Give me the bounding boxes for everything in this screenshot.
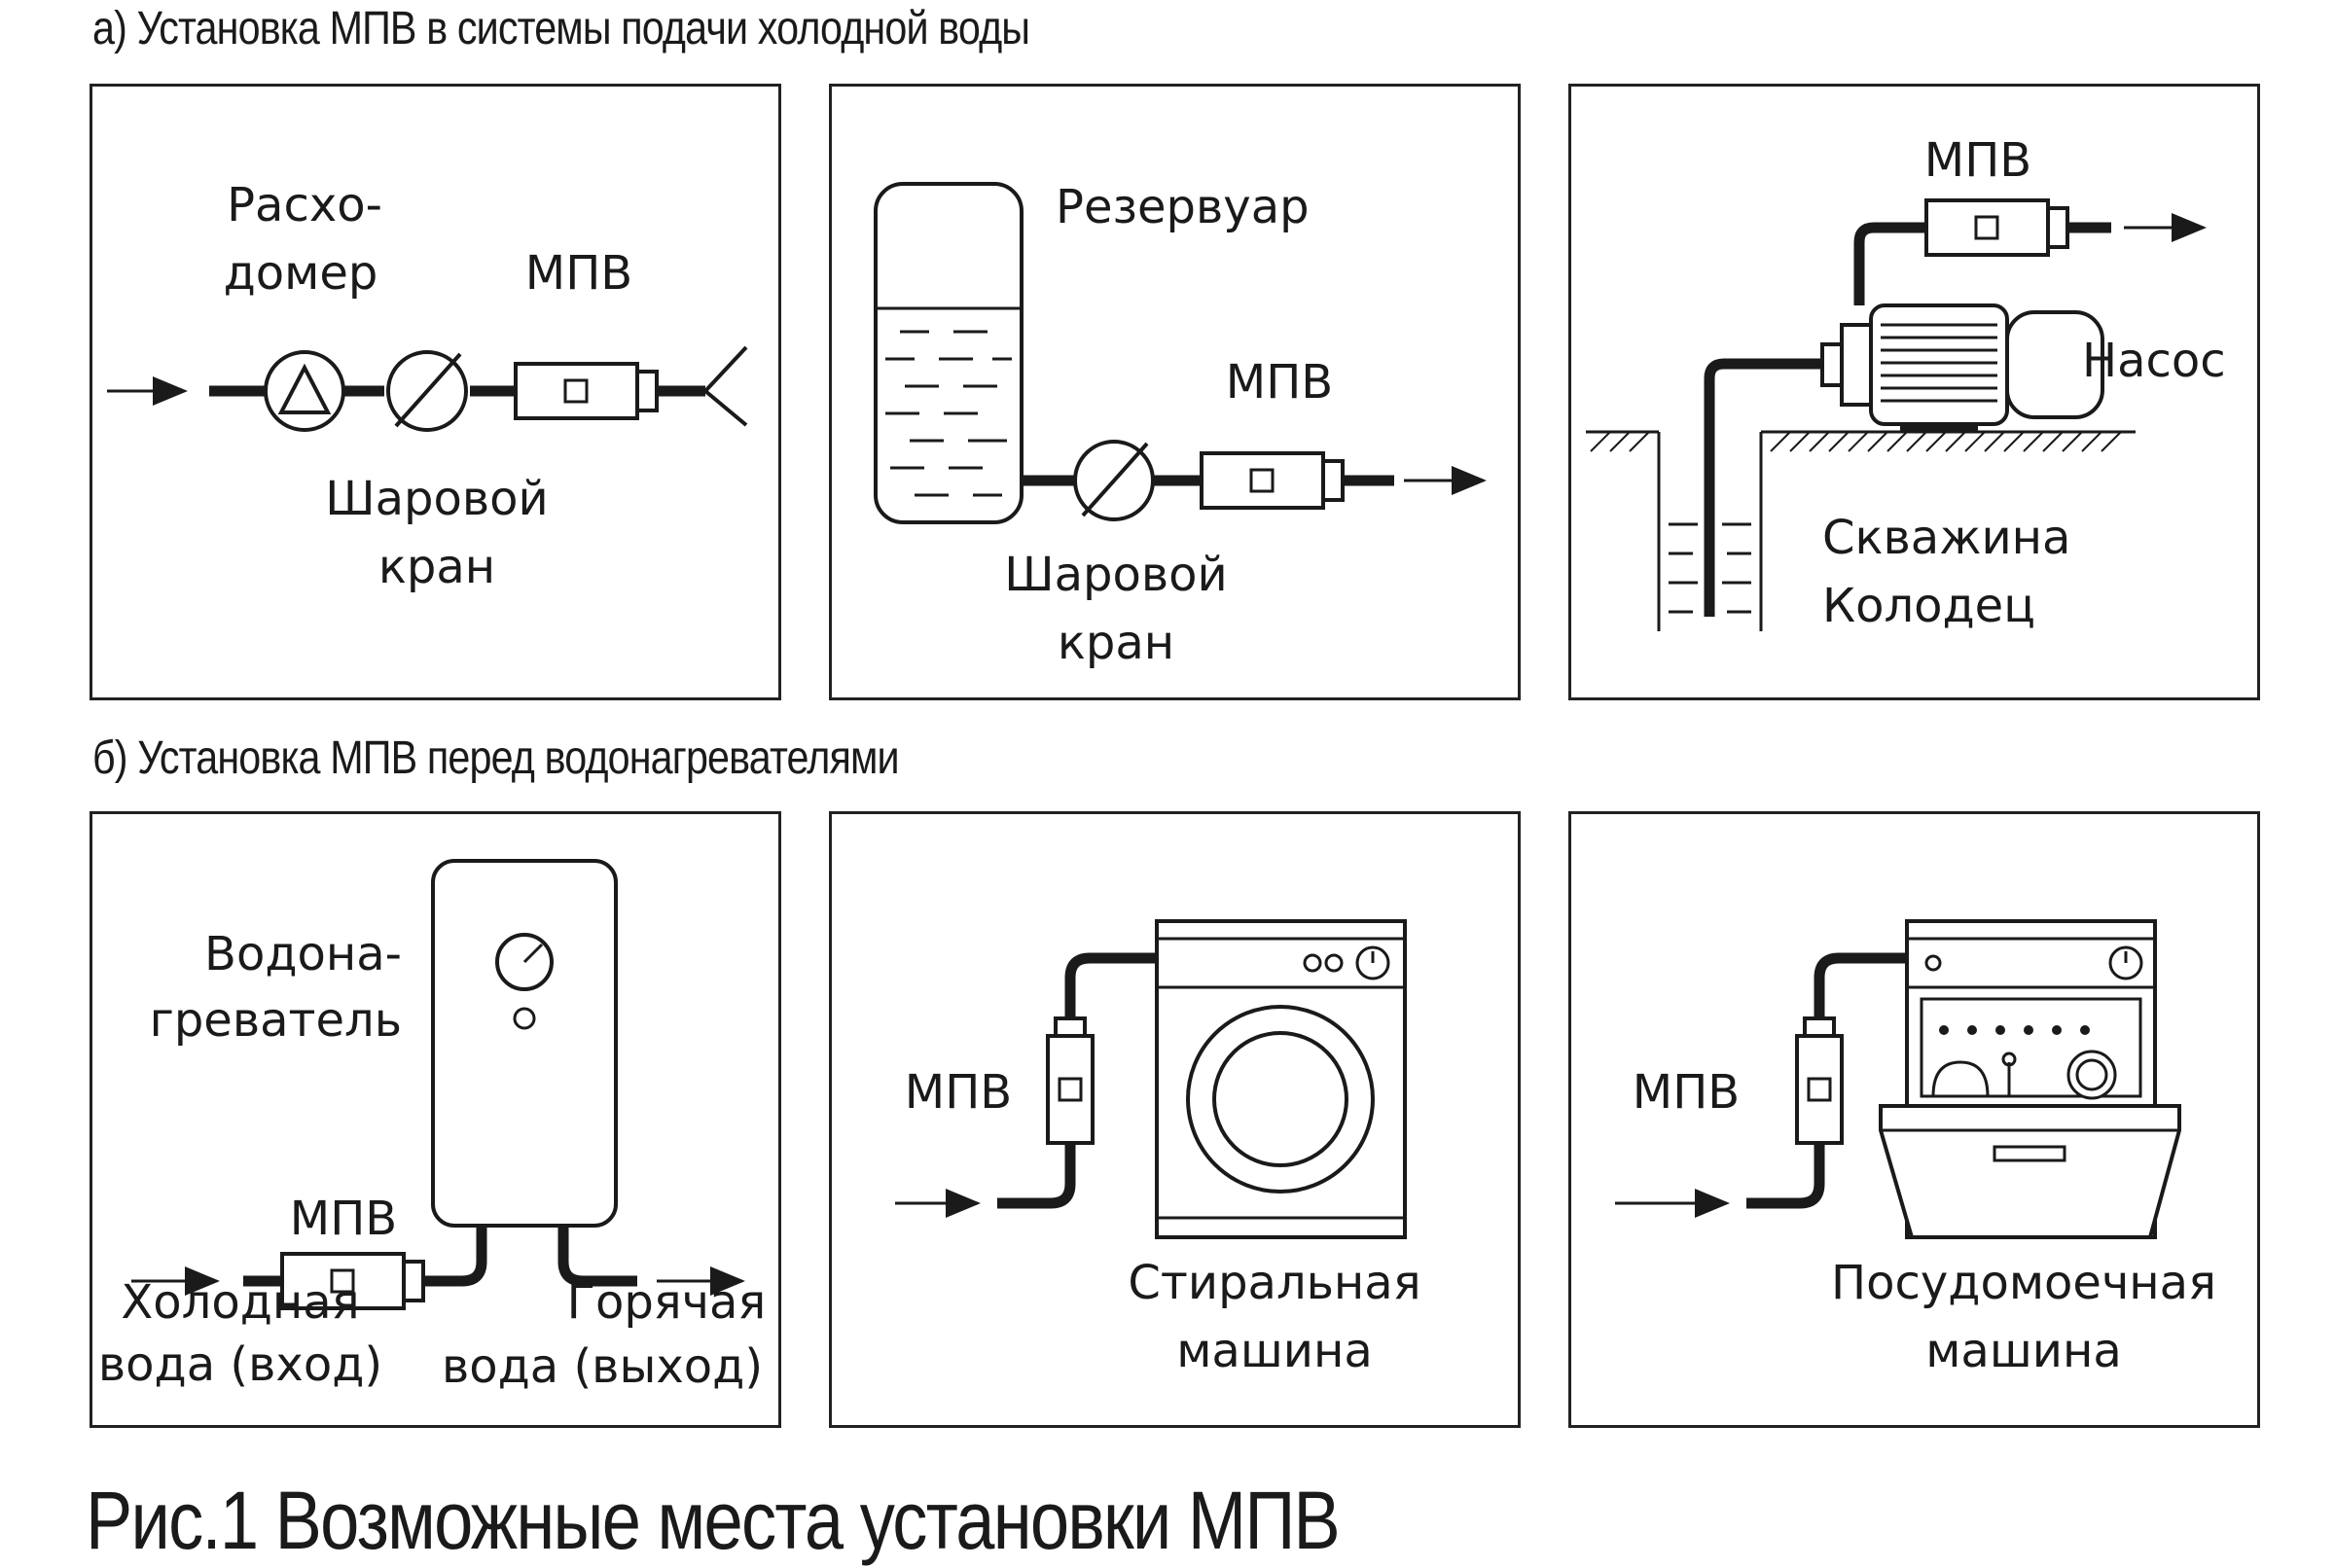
label-device-line1: Стиральная <box>1128 1256 1420 1310</box>
mpv-device-icon <box>1046 1016 1095 1145</box>
label-meter-line1: Расхо- <box>227 178 382 232</box>
mpv-device-icon <box>514 362 659 420</box>
pump-icon <box>1820 303 2104 432</box>
section-b-title: б) Установка МПВ перед водонагревателями <box>92 732 900 784</box>
label-mpv: МПВ <box>525 246 632 301</box>
mpv-device-icon <box>280 1252 425 1310</box>
label-mpv: МПВ <box>905 1065 1012 1120</box>
label-device-line2: машина <box>1925 1324 2122 1378</box>
discharge-pipe <box>1853 222 1926 305</box>
label-cold-line1: Холодная <box>121 1275 359 1330</box>
reservoir-tank-icon <box>874 182 1024 524</box>
label-hot-line1: Горячая <box>567 1275 767 1330</box>
label-reservoir: Резервуар <box>1056 180 1310 234</box>
label-valve-line2: кран <box>1058 616 1174 670</box>
panel-pump-well: МПВ Насос Скважина Колодец <box>1568 84 2260 700</box>
panel-dishwasher: МПВ Посудомоечная машина <box>1568 811 2260 1428</box>
outlet-nozzle-icon <box>703 345 748 427</box>
panel-meter-valve: Расхо- домер МПВ Шаровой кран <box>90 84 781 700</box>
ball-valve-icon <box>386 350 468 432</box>
mpv-device-icon <box>1200 451 1345 510</box>
label-mpv: МПВ <box>1633 1065 1740 1120</box>
label-well-line2: Колодец <box>1822 579 2035 633</box>
ball-valve-icon <box>1073 440 1155 521</box>
mpv-device-icon <box>1924 198 2069 257</box>
section-a-title: а) Установка МПВ в системы подачи холодн… <box>92 3 1030 54</box>
dishwasher-icon <box>1879 919 2181 1239</box>
label-valve-line1: Шаровой <box>325 472 548 526</box>
figure-caption: Рис.1 Возможные места установки МПВ <box>86 1475 1341 1566</box>
label-meter-line2: домер <box>224 246 378 301</box>
flow-meter-icon <box>264 350 345 432</box>
label-device-line1: Посудомоечная <box>1831 1256 2216 1310</box>
panel-washing-machine: МПВ Стиральная машина <box>829 811 1521 1428</box>
label-cold-line2: вода (вход) <box>98 1337 382 1392</box>
pipe <box>243 1226 637 1287</box>
pipe <box>1746 952 1907 1209</box>
water-heater-icon <box>431 859 618 1228</box>
panel-water-heater: Водона- греватель МПВ Холодная вода (вхо… <box>90 811 781 1428</box>
label-pump: Насос <box>2082 334 2226 388</box>
label-mpv: МПВ <box>1924 133 2031 188</box>
label-well-line1: Скважина <box>1822 511 2070 565</box>
pipe <box>997 952 1157 1209</box>
suction-pipe <box>1704 358 1822 617</box>
label-mpv: МПВ <box>290 1192 397 1246</box>
label-hot-line2: вода (выход) <box>442 1339 763 1394</box>
label-heater-line1: Водона- <box>204 927 402 981</box>
label-valve-line1: Шаровой <box>1004 548 1227 602</box>
label-device-line2: машина <box>1176 1324 1373 1378</box>
mpv-device-icon <box>1795 1016 1844 1145</box>
label-valve-line2: кран <box>378 540 495 594</box>
label-mpv: МПВ <box>1226 355 1333 410</box>
washing-machine-icon <box>1155 919 1407 1239</box>
panel-reservoir: Резервуар МПВ Шаровой кран <box>829 84 1521 700</box>
label-heater-line2: греватель <box>150 993 402 1048</box>
